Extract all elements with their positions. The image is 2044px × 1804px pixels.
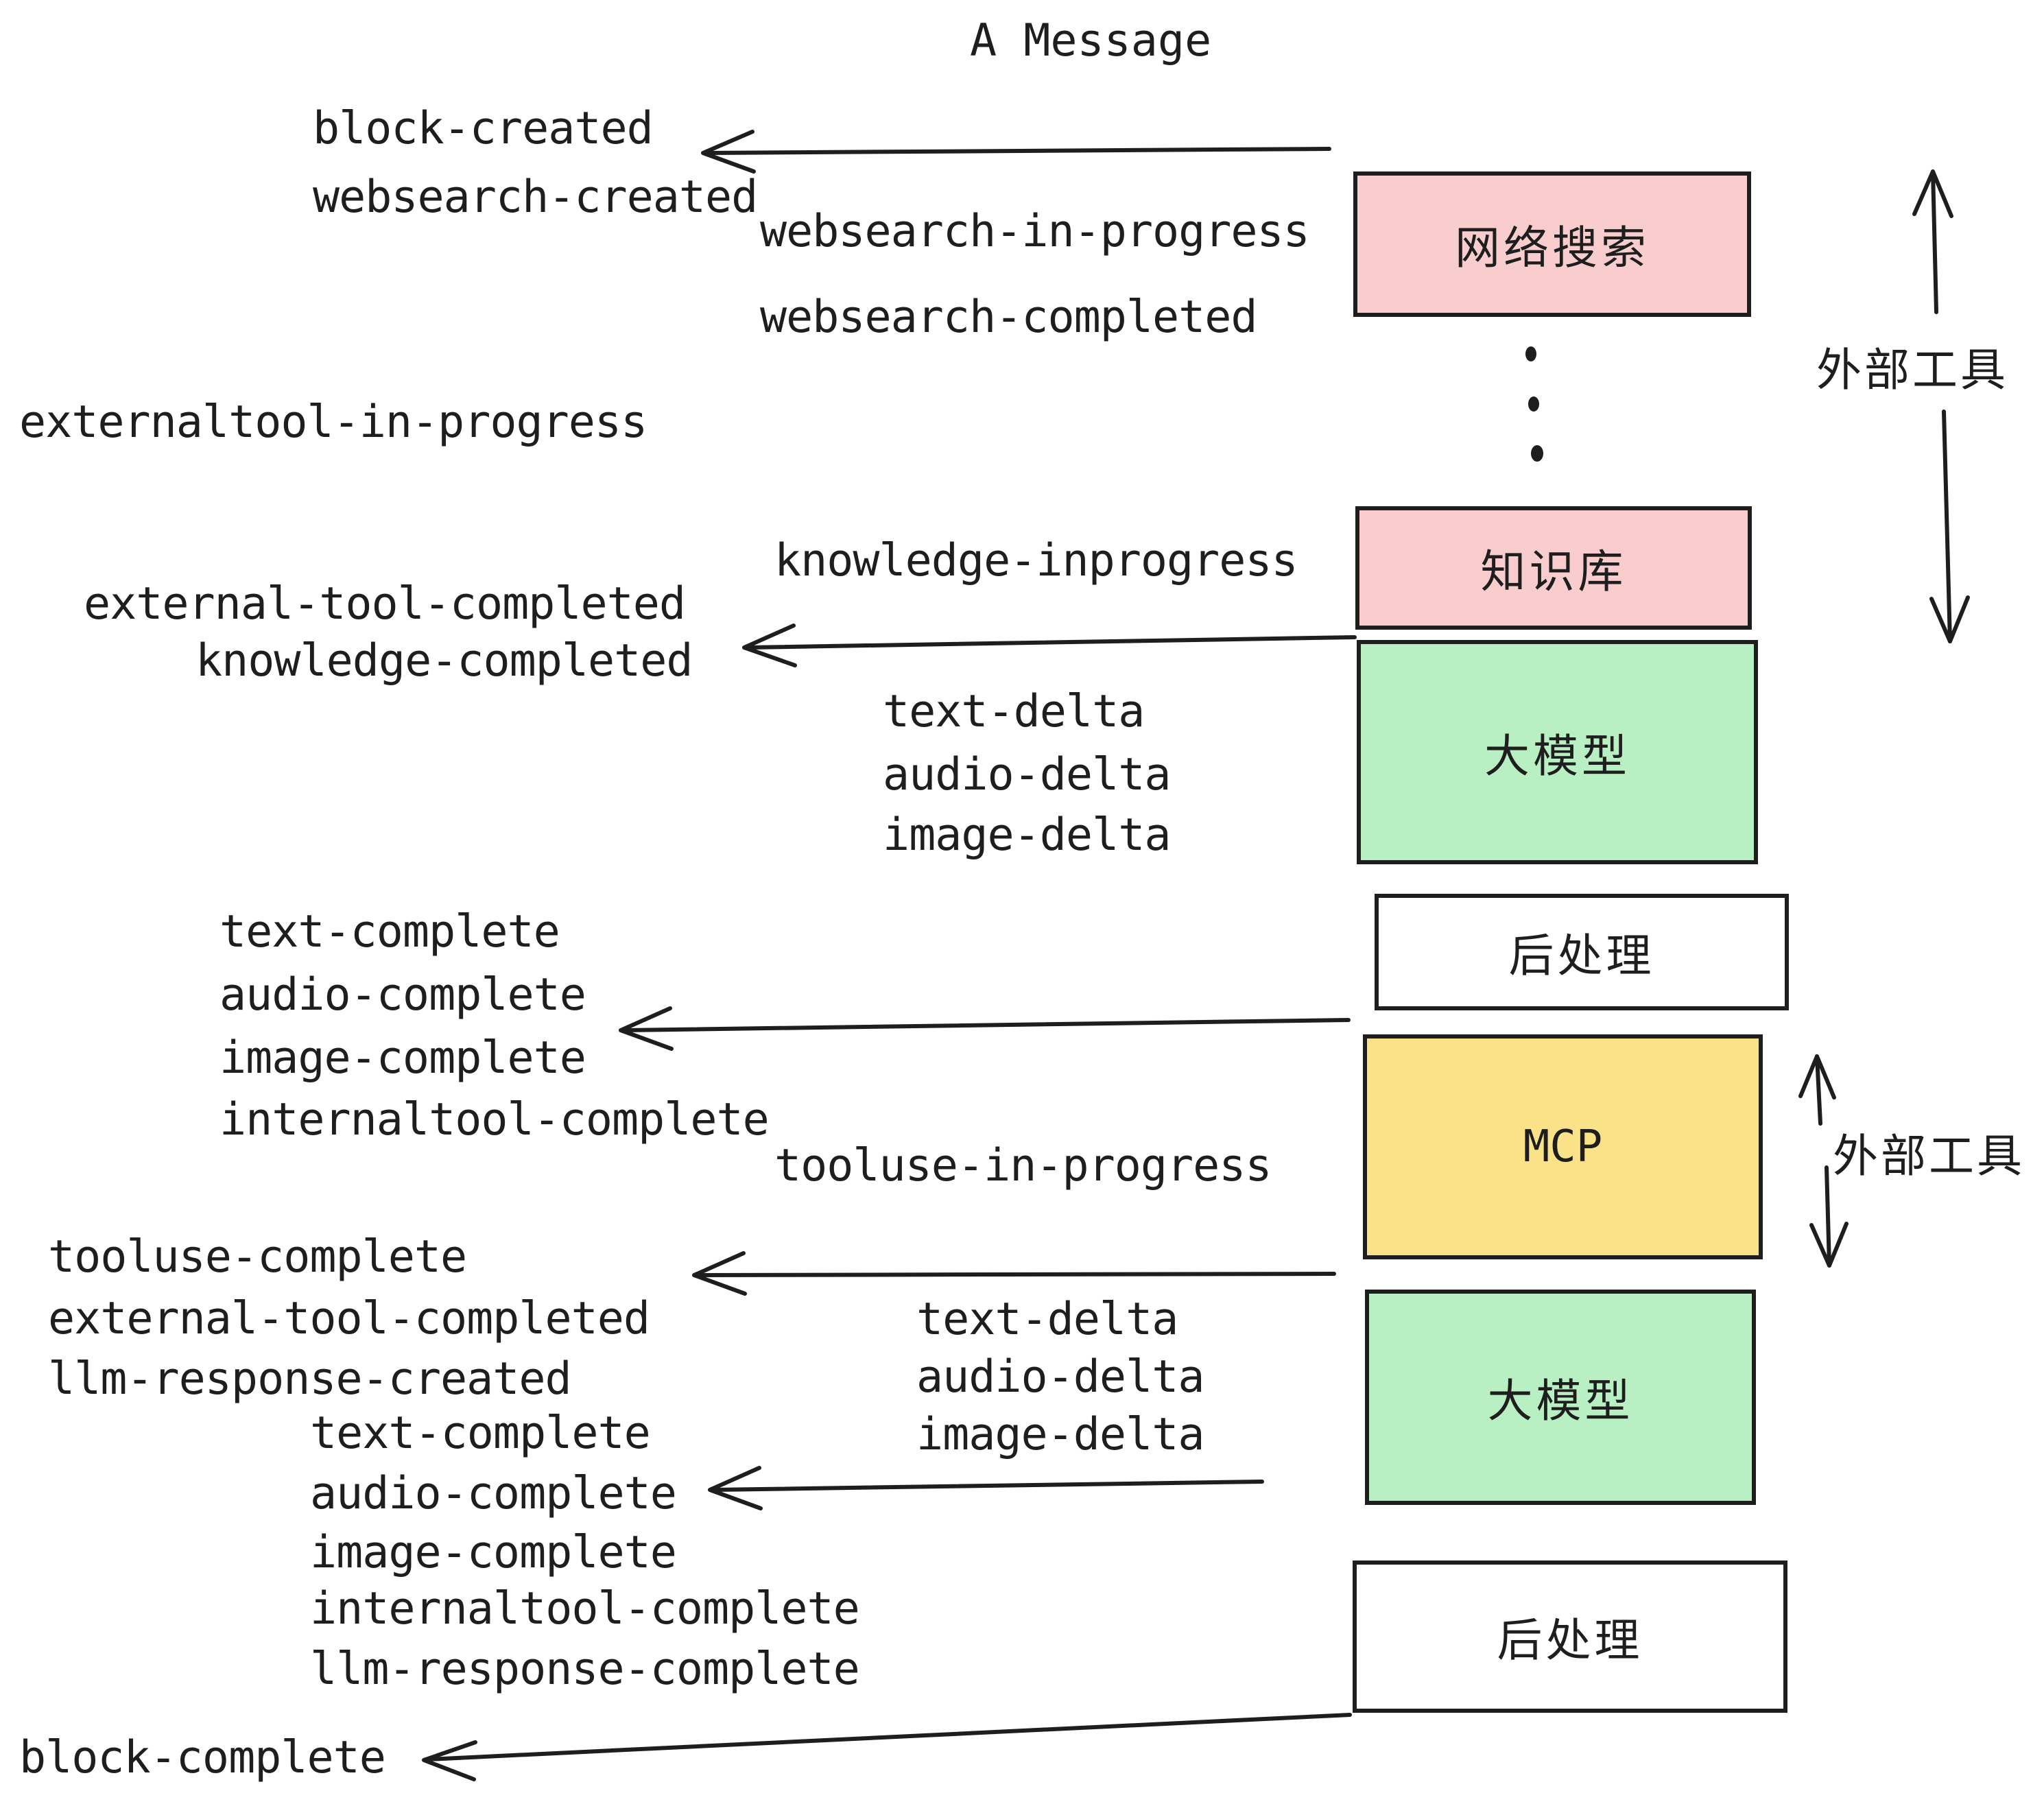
double-arrow-external-tools-top	[1912, 169, 1970, 643]
event-knowledge-inprogress: knowledge-inprogress	[774, 535, 1298, 586]
event-websearch-in-progress: websearch-in-progress	[760, 206, 1310, 257]
event-text-complete: text-complete	[219, 906, 560, 958]
node-postprocess-2: 后处理	[1353, 1560, 1787, 1713]
node-websearch: 网络搜索	[1353, 171, 1751, 317]
arrow-to-block-complete	[422, 1713, 1352, 1781]
event-block-complete: block-complete	[19, 1732, 386, 1783]
node-llm-1: 大模型	[1357, 640, 1758, 864]
event-text-complete-2: text-complete	[310, 1408, 651, 1459]
event-block-created: block-created	[313, 103, 654, 154]
event-image-complete-2: image-complete	[310, 1527, 677, 1578]
arrow-to-tooluse-complete	[692, 1251, 1336, 1296]
arrow-to-image-complete	[619, 1006, 1351, 1051]
side-label-external-tools-bottom: 外部工具	[1833, 1130, 2025, 1183]
event-external-tool-completed: external-tool-completed	[84, 578, 686, 630]
node-postprocess-1: 后处理	[1375, 894, 1789, 1010]
node-mcp-label: MCP	[1523, 1121, 1603, 1172]
node-knowledge-base-label: 知识库	[1480, 545, 1627, 598]
double-arrow-external-tools-bottom	[1798, 1054, 1849, 1268]
ellipsis-dots	[1525, 346, 1543, 462]
event-websearch-completed: websearch-completed	[760, 292, 1258, 343]
event-tooluse-complete: tooluse-complete	[48, 1231, 467, 1283]
event-externaltool-in-progress: externaltool-in-progress	[19, 396, 647, 448]
event-llm-response-complete: llm-response-complete	[310, 1643, 860, 1695]
event-image-complete: image-complete	[219, 1032, 586, 1084]
arrow-to-knowledge-completed	[742, 624, 1357, 667]
node-llm-2-label: 大模型	[1487, 1375, 1634, 1427]
event-tooluse-in-progress: tooluse-in-progress	[774, 1140, 1272, 1191]
arrow-to-audio-complete	[708, 1466, 1264, 1510]
node-knowledge-base: 知识库	[1355, 506, 1752, 630]
node-postprocess-1-label: 后处理	[1508, 929, 1655, 982]
diagram-title: A Message	[970, 15, 1212, 67]
event-audio-delta-2: audio-delta	[916, 1351, 1204, 1403]
event-audio-delta: audio-delta	[883, 749, 1171, 800]
side-label-external-tools-top: 外部工具	[1816, 344, 2008, 396]
event-external-tool-completed-2: external-tool-completed	[48, 1293, 650, 1344]
event-websearch-created: websearch-created	[313, 171, 758, 223]
event-knowledge-completed: knowledge-completed	[195, 635, 693, 687]
event-text-delta: text-delta	[883, 686, 1145, 737]
node-mcp: MCP	[1363, 1034, 1763, 1259]
event-image-delta: image-delta	[883, 809, 1171, 861]
node-llm-1-label: 大模型	[1484, 729, 1630, 783]
node-llm-2: 大模型	[1365, 1290, 1756, 1505]
node-websearch-label: 网络搜索	[1455, 222, 1650, 274]
event-text-delta-2: text-delta	[916, 1294, 1178, 1345]
event-internaltool-complete-2: internaltool-complete	[310, 1583, 860, 1635]
arrow-to-block-created	[701, 130, 1331, 174]
event-internaltool-complete: internaltool-complete	[219, 1094, 770, 1146]
event-audio-complete: audio-complete	[219, 969, 586, 1021]
event-image-delta-2: image-delta	[916, 1409, 1204, 1460]
event-audio-complete-2: audio-complete	[310, 1468, 677, 1519]
node-postprocess-2-label: 后处理	[1497, 1614, 1643, 1667]
event-llm-response-created: llm-response-created	[48, 1353, 572, 1405]
